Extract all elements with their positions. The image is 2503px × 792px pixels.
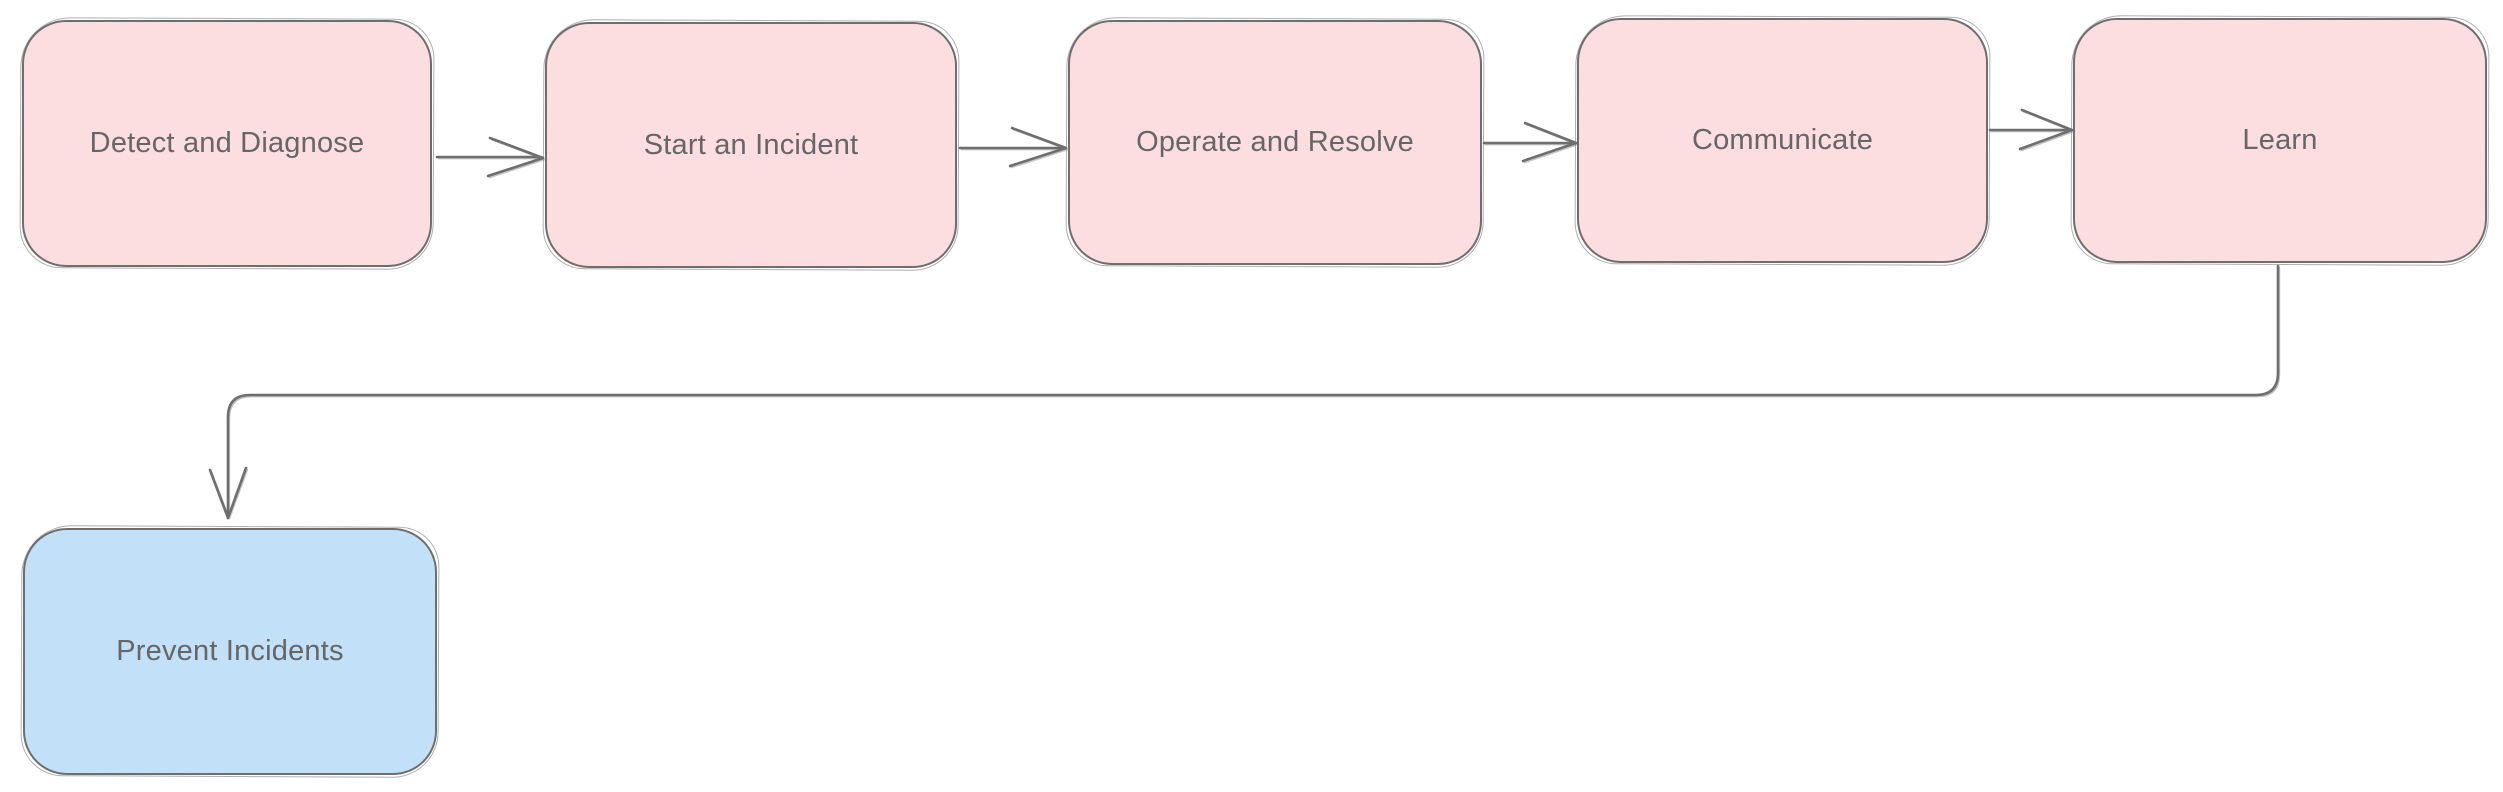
arrow-start-to-operate [958, 126, 1068, 168]
node-label: Start an Incident [643, 128, 859, 161]
node-label: Learn [2242, 124, 2318, 156]
node-label: Detect and Diagnose [89, 127, 365, 159]
node-detect-and-diagnose: Detect and Diagnose [22, 20, 432, 267]
node-label: Prevent Incidents [116, 635, 344, 667]
arrow-operate-to-communicate [1482, 121, 1578, 163]
node-label: Operate and Resolve [1136, 126, 1414, 158]
arrow-communicate-to-learn [1988, 108, 2074, 151]
arrow-learn-to-prevent [208, 264, 2280, 520]
node-label: Communicate [1691, 124, 1874, 156]
arrow-detect-to-start [435, 136, 545, 178]
node-learn: Learn [2073, 18, 2487, 263]
node-prevent-incidents: Prevent Incidents [23, 528, 437, 775]
node-start-an-incident: Start an Incident [545, 22, 957, 268]
node-operate-and-resolve: Operate and Resolve [1068, 20, 1482, 265]
node-communicate: Communicate [1577, 18, 1988, 263]
